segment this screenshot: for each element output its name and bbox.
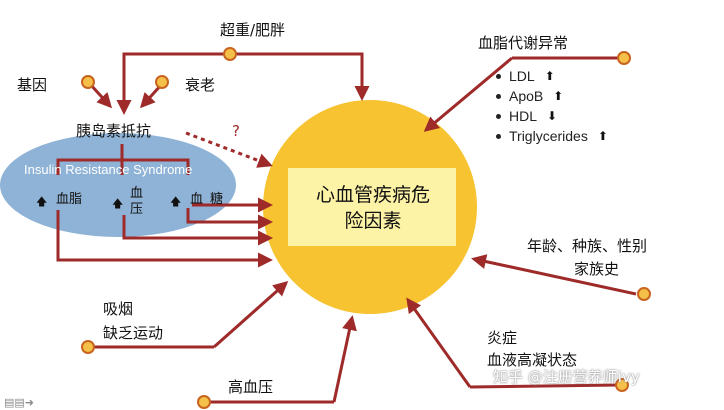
arrow-question-dotted [185,131,273,168]
watermark: 知乎 @注册营养师ivy [493,368,640,386]
center-title-line1: 心血管疾病危 [315,184,430,206]
label-question-mark: ? [232,122,240,140]
lipid-item-apob: ApoB⬆ [496,86,608,106]
label-insulin-resistance: 胰岛素抵抗 [76,122,152,140]
node-overweight [223,47,237,61]
arrow-inflammation [469,383,619,389]
node-genes [81,75,95,89]
center-risk-box [288,168,456,246]
arrow-up-bp: 🡅 [112,197,124,210]
arrow-up-lipid: 🡅 [36,195,48,208]
label-blood-sugar-1: 血 [190,192,204,207]
arrow-lipid-abnormal [423,56,513,132]
label-inflammation: 炎症 [487,329,518,347]
arrow-overweight-to-insulin [116,52,228,115]
node-smoking [81,340,95,354]
arrow-hypertension [332,315,357,403]
node-lipid-abnormal [617,51,631,65]
lipid-item-ldl: LDL⬆ [496,66,608,86]
label-inactivity: 缺乏运动 [103,324,164,342]
label-age-race-sex: 年龄、种族、性别 [527,237,648,255]
arrows [56,52,637,404]
arrow-bp-to-center [122,215,273,246]
label-hypertension: 高血压 [228,378,274,396]
arrow-overweight-to-center [228,52,370,101]
label-overweight: 超重/肥胖 [220,21,286,39]
label-genes: 基因 [17,76,48,94]
node-age [637,287,651,301]
center-title-line2: 险因素 [344,210,402,232]
label-smoking: 吸烟 [103,300,134,318]
arrow-up-sugar: 🡅 [170,195,182,208]
lipid-item-hdl: HDL⬇ [496,106,608,126]
arrow-genes-to-insulin [88,82,113,109]
label-blood-sugar-2: 糖 [210,192,224,207]
label-lipid-abnormality: 血脂代谢异常 [478,34,569,52]
arrow-lipid-to-center [56,210,273,268]
label-hypercoagulable: 血液高凝状态 [487,351,578,369]
label-insulin-resistance-syndrome: Insulin Resistance Syndrome [24,162,193,177]
node-aging [155,75,169,89]
footer-icons: ▤▤➜ [4,396,35,409]
label-aging: 衰老 [185,76,216,94]
arrow-smoking [213,281,289,349]
label-family-history: 家族史 [574,260,620,278]
node-inflammation [615,378,629,392]
label-blood-pressure-1: 血 [130,186,144,201]
arrow-inflammation-up [406,297,472,388]
lipid-list: LDL⬆ ApoB⬆ HDL⬇ Triglycerides⬆ [496,66,608,146]
center-title: 心血管疾病危 险因素 [288,182,458,234]
arrow-sugar-to-center [186,208,273,230]
node-hypertension [197,395,211,409]
arrow-age [471,254,637,296]
terminal-nodes [81,47,651,409]
label-blood-lipid: 血脂 [56,192,83,207]
lipid-item-triglycerides: Triglycerides⬆ [496,126,608,146]
label-blood-pressure-2: 压 [130,202,144,217]
